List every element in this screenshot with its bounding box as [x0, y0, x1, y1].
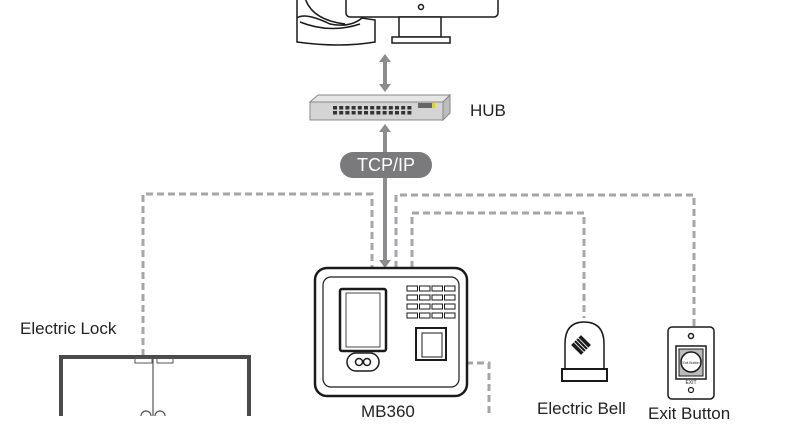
hub-port — [351, 111, 356, 115]
hub-port — [339, 111, 344, 115]
hub-port — [333, 111, 337, 115]
keypad-key — [419, 303, 431, 310]
keypad-key — [431, 294, 443, 301]
keypad-key — [406, 285, 418, 292]
hub-port — [382, 106, 387, 110]
hub-port — [370, 106, 375, 110]
hub-port — [407, 106, 412, 110]
keypad-key — [406, 312, 418, 319]
wire-device-bottom — [466, 361, 491, 416]
keypad-key — [431, 285, 443, 292]
device-label: MB360 — [361, 402, 415, 421]
hub-port — [388, 106, 393, 110]
hub-port — [376, 106, 381, 110]
hub-port — [345, 106, 350, 110]
keypad-key — [419, 285, 431, 292]
keypad-key — [444, 312, 456, 319]
time-attendance-terminal-icon — [313, 266, 469, 398]
bell-icon — [561, 321, 608, 382]
hub-port — [364, 111, 368, 115]
hub-port — [339, 106, 344, 110]
keypad-key — [406, 303, 418, 310]
wire-bell — [410, 211, 586, 318]
electric-bell-label: Electric Bell — [537, 399, 626, 418]
double-arrow-icon — [379, 54, 391, 92]
hub-port — [345, 111, 350, 115]
hub-label: HUB — [470, 101, 506, 120]
door-lock-icon — [59, 355, 251, 416]
computer-icon — [296, 0, 376, 46]
hub-port — [376, 111, 381, 115]
hub-port — [407, 111, 412, 115]
hub-port — [357, 111, 362, 115]
svg-text:EXIT: EXIT — [685, 380, 696, 386]
svg-text:Exit Button: Exit Button — [683, 361, 700, 365]
hub-port — [395, 111, 399, 115]
keypad-key — [431, 303, 443, 310]
keypad-key — [431, 312, 443, 319]
tcp-ip-label: TCP/IP — [340, 152, 432, 178]
hub-port — [382, 111, 387, 115]
exit-button-icon: Exit Button EXIT — [667, 326, 715, 400]
wire-lock — [141, 192, 374, 356]
keypad-key — [444, 285, 456, 292]
hub-port — [395, 106, 399, 110]
electric-lock-label: Electric Lock — [20, 319, 117, 338]
hub-port — [388, 111, 393, 115]
keypad-key — [444, 303, 456, 310]
keypad-key — [419, 312, 431, 319]
network-switch-icon — [308, 93, 452, 122]
hub-port — [351, 106, 356, 110]
keypad-key — [406, 294, 418, 301]
hub-port — [364, 106, 368, 110]
dashed-wires — [141, 192, 696, 416]
tcp-arrow — [379, 124, 391, 268]
hub-port — [401, 106, 406, 110]
wire-exit — [394, 193, 696, 328]
monitor-icon — [345, 0, 499, 44]
hub-port — [401, 111, 406, 115]
hub-port — [357, 106, 362, 110]
hub-port — [370, 111, 375, 115]
hub-port — [333, 106, 337, 110]
keypad-key — [444, 294, 456, 301]
exit-button-label: Exit Button — [648, 404, 731, 423]
keypad-key — [419, 294, 431, 301]
